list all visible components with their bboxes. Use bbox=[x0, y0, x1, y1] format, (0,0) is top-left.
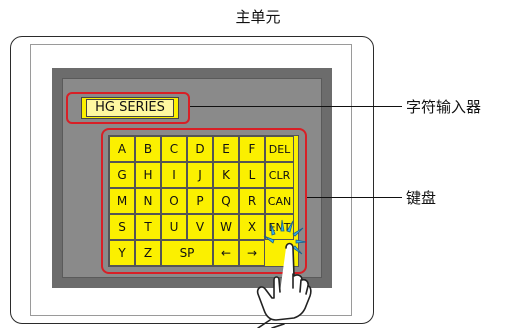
keyboard-highlight bbox=[101, 128, 307, 274]
key-h[interactable]: H bbox=[135, 162, 161, 188]
key-t[interactable]: T bbox=[135, 214, 161, 240]
key-y[interactable]: Y bbox=[109, 240, 135, 266]
press-burst-icon bbox=[263, 219, 307, 255]
key-sp[interactable]: SP bbox=[161, 240, 213, 266]
key-r[interactable]: R bbox=[239, 188, 265, 214]
key-b[interactable]: B bbox=[135, 136, 161, 162]
key-right-arrow[interactable]: → bbox=[239, 240, 265, 266]
key-del[interactable]: DEL bbox=[265, 136, 294, 162]
key-c[interactable]: C bbox=[161, 136, 187, 162]
key-x[interactable]: X bbox=[239, 214, 265, 240]
key-p[interactable]: P bbox=[187, 188, 213, 214]
key-z[interactable]: Z bbox=[135, 240, 161, 266]
key-a[interactable]: A bbox=[109, 136, 135, 162]
pointing-hand-icon bbox=[256, 242, 312, 328]
key-s[interactable]: S bbox=[109, 214, 135, 240]
key-j[interactable]: J bbox=[187, 162, 213, 188]
key-can[interactable]: CAN bbox=[265, 188, 294, 214]
key-m[interactable]: M bbox=[109, 188, 135, 214]
char-input-label: 字符输入器 bbox=[406, 98, 482, 116]
char-input-leader-line bbox=[190, 106, 402, 107]
key-clr[interactable]: CLR bbox=[265, 162, 294, 188]
main-unit-title: 主单元 bbox=[235, 8, 281, 26]
keyboard-label: 键盘 bbox=[406, 189, 437, 207]
key-u[interactable]: U bbox=[161, 214, 187, 240]
keyboard-leader-line bbox=[307, 197, 402, 198]
key-d[interactable]: D bbox=[187, 136, 213, 162]
char-input-highlight bbox=[66, 92, 190, 124]
key-w[interactable]: W bbox=[213, 214, 239, 240]
key-k[interactable]: K bbox=[213, 162, 239, 188]
key-i[interactable]: I bbox=[161, 162, 187, 188]
key-left-arrow[interactable]: ← bbox=[213, 240, 239, 266]
key-l[interactable]: L bbox=[239, 162, 265, 188]
key-g[interactable]: G bbox=[109, 162, 135, 188]
key-q[interactable]: Q bbox=[213, 188, 239, 214]
key-n[interactable]: N bbox=[135, 188, 161, 214]
key-f[interactable]: F bbox=[239, 136, 265, 162]
key-o[interactable]: O bbox=[161, 188, 187, 214]
key-v[interactable]: V bbox=[187, 214, 213, 240]
key-e[interactable]: E bbox=[213, 136, 239, 162]
char-input-field[interactable]: HG SERIES bbox=[86, 99, 174, 117]
